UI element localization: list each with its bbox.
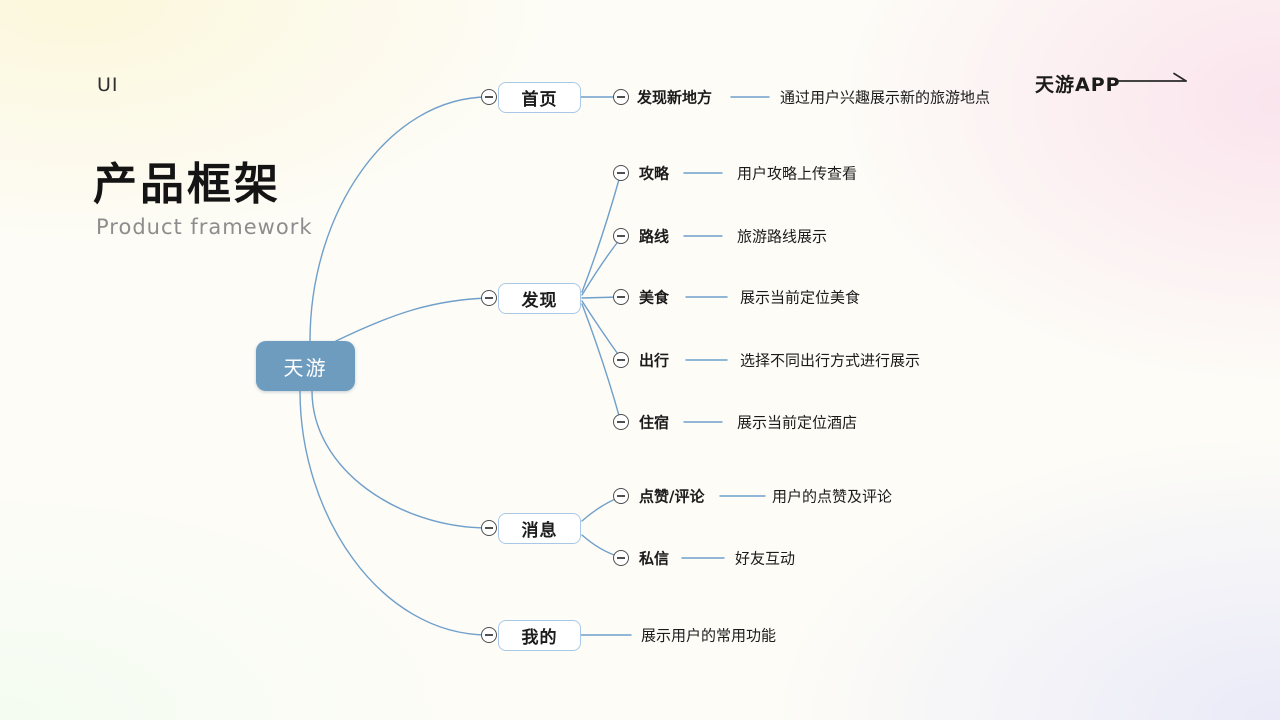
right-arrow-tip	[1173, 72, 1187, 82]
page-subtitle: Product framework	[96, 215, 313, 239]
edge-discover-guide	[581, 175, 621, 293]
minus-glyph	[617, 96, 625, 98]
desc-discover-new: 通过用户兴趣展示新的旅游地点	[780, 88, 991, 107]
edge-root-mine	[299, 390, 489, 636]
desc-dm: 好友互动	[735, 549, 796, 568]
collapse-minus-icon[interactable]	[613, 289, 629, 305]
child-label-route[interactable]: 路线	[639, 227, 670, 246]
desc-stay: 展示当前定位酒店	[737, 413, 858, 432]
collapse-minus-icon[interactable]	[613, 550, 629, 566]
minus-glyph	[485, 297, 493, 299]
desc-mine: 展示用户的常用功能	[641, 626, 777, 645]
branch-node-mine[interactable]: 我的	[498, 620, 581, 651]
collapse-minus-icon[interactable]	[613, 165, 629, 181]
minus-glyph	[485, 96, 493, 98]
minus-glyph	[617, 421, 625, 423]
minus-glyph	[617, 235, 625, 237]
edge-root-discover	[335, 297, 489, 342]
desc-route: 旅游路线展示	[737, 227, 828, 246]
edge-discover-stay	[581, 303, 621, 420]
desc-likes-comments: 用户的点赞及评论	[772, 487, 893, 506]
collapse-minus-icon[interactable]	[481, 89, 497, 105]
collapse-minus-icon[interactable]	[481, 627, 497, 643]
app-name-label: 天游APP	[1035, 74, 1121, 96]
child-label-food[interactable]: 美食	[639, 288, 670, 307]
branch-node-home[interactable]: 首页	[498, 82, 581, 113]
minus-glyph	[485, 634, 493, 636]
child-label-dm[interactable]: 私信	[639, 549, 670, 568]
minus-glyph	[617, 557, 625, 559]
minus-glyph	[617, 172, 625, 174]
desc-guide: 用户攻略上传查看	[737, 164, 858, 183]
minus-glyph	[617, 359, 625, 361]
collapse-minus-icon[interactable]	[481, 290, 497, 306]
collapse-minus-icon[interactable]	[613, 228, 629, 244]
branch-node-message[interactable]: 消息	[498, 513, 581, 544]
branch-node-discover[interactable]: 发现	[498, 283, 581, 314]
desc-food: 展示当前定位美食	[740, 288, 861, 307]
edge-discover-route	[581, 238, 621, 296]
child-label-travel[interactable]: 出行	[639, 351, 670, 370]
ui-label: UI	[97, 74, 119, 96]
desc-travel: 选择不同出行方式进行展示	[740, 351, 921, 370]
collapse-minus-icon[interactable]	[613, 352, 629, 368]
child-label-discover-new[interactable]: 发现新地方	[637, 88, 713, 107]
minus-glyph	[617, 495, 625, 497]
edge-discover-travel	[581, 300, 621, 358]
page-title: 产品框架	[93, 159, 281, 210]
mindmap-root-node[interactable]: 天游	[256, 341, 355, 391]
collapse-minus-icon[interactable]	[613, 488, 629, 504]
minus-glyph	[617, 296, 625, 298]
child-label-likes-comments[interactable]: 点赞/评论	[639, 487, 705, 506]
collapse-minus-icon[interactable]	[613, 89, 629, 105]
child-label-stay[interactable]: 住宿	[639, 413, 670, 432]
collapse-minus-icon[interactable]	[613, 414, 629, 430]
child-label-guide[interactable]: 攻略	[639, 164, 670, 183]
edge-root-message	[311, 390, 489, 529]
minus-glyph	[485, 527, 493, 529]
edge-root-home	[309, 96, 489, 342]
collapse-minus-icon[interactable]	[481, 520, 497, 536]
